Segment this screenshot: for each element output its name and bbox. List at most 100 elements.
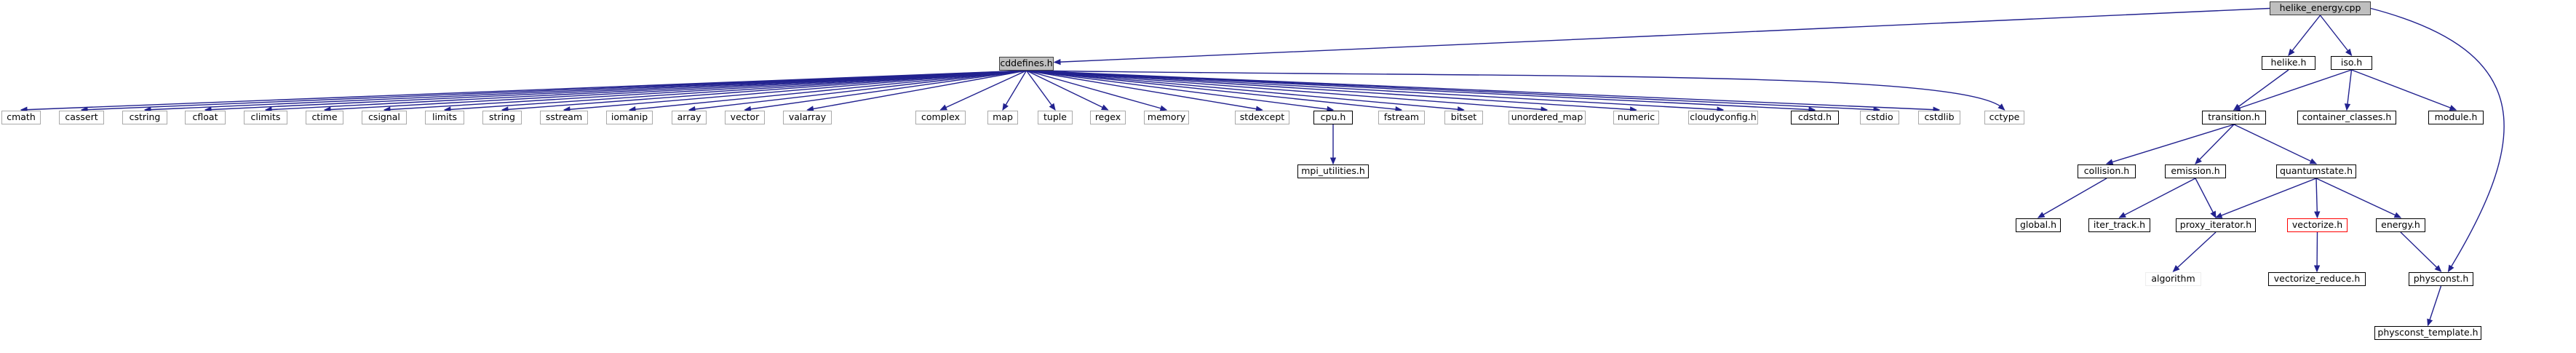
edge-helike-energy-cpp-to-helike-h	[2288, 15, 2321, 56]
graph-node-csignal[interactable]: csignal	[362, 111, 407, 124]
edge-collision-h-to-global-h	[2038, 178, 2107, 218]
edge-cddefines-h-to-cctype	[1026, 70, 2005, 111]
arrowhead	[2344, 103, 2351, 111]
graph-node-numeric[interactable]: numeric	[1613, 111, 1659, 124]
arrowhead	[2105, 159, 2114, 165]
edge-cddefines-h-to-cfloat	[204, 70, 1027, 111]
arrowhead	[1329, 157, 1337, 165]
edge-cddefines-h-to-numeric	[1026, 70, 1637, 111]
edge-helike-h-to-transition-h	[2233, 69, 2289, 111]
graph-node-cfloat[interactable]: cfloat	[185, 111, 226, 124]
graph-node-cdstd-h[interactable]: cdstd.h	[1791, 111, 1839, 124]
arrowhead	[2345, 48, 2353, 57]
graph-node-helike-energy-cpp[interactable]: helike_energy.cpp	[2270, 1, 2371, 15]
graph-node-cloudyconfig-h[interactable]: cloudyconfig.h	[1688, 111, 1758, 124]
graph-node-helike-h[interactable]: helike.h	[2262, 56, 2315, 70]
arrowhead	[2393, 212, 2402, 218]
graph-node-cstdlib[interactable]: cstdlib	[1918, 111, 1960, 124]
graph-node-iomanip[interactable]: iomanip	[606, 111, 653, 124]
graph-node-mpi-utilities-h[interactable]: mpi_utilities.h	[1297, 164, 1369, 178]
arrowhead	[2118, 212, 2126, 218]
graph-node-energy-h[interactable]: energy.h	[2376, 218, 2425, 232]
graph-node-bitset[interactable]: bitset	[1444, 111, 1483, 124]
graph-node-climits[interactable]: climits	[244, 111, 287, 124]
graph-node-cstring[interactable]: cstring	[122, 111, 167, 124]
graph-node-cstdio[interactable]: cstdio	[1860, 111, 1899, 124]
arrowhead	[2313, 265, 2321, 273]
edge-cddefines-h-to-regex	[1026, 70, 1108, 111]
graph-node-proxy-iterator-h[interactable]: proxy_iterator.h	[2176, 218, 2256, 232]
graph-node-stdexcept[interactable]: stdexcept	[1235, 111, 1289, 124]
graph-node-map[interactable]: map	[987, 111, 1018, 124]
graph-node-cpu-h[interactable]: cpu.h	[1313, 111, 1353, 124]
graph-node-vector[interactable]: vector	[725, 111, 765, 124]
edge-iso-h-to-container-classes-h	[2346, 69, 2353, 111]
edge-cddefines-h-to-cstdio	[1026, 70, 1880, 111]
arrowhead	[2233, 103, 2241, 111]
graph-node-limits[interactable]: limits	[425, 111, 464, 124]
arrowhead	[2037, 212, 2046, 218]
edge-iso-h-to-module-h	[2351, 69, 2457, 111]
graph-node-module-h[interactable]: module.h	[2428, 111, 2484, 124]
graph-node-container-classes-h[interactable]: container_classes.h	[2297, 111, 2396, 124]
edge-helike-energy-cpp-to-iso-h	[2319, 15, 2353, 56]
edge-cddefines-h-to-tuple	[1025, 70, 1056, 111]
edge-cddefines-h-to-map	[1002, 70, 1027, 111]
edge-cddefines-h-to-cpu-h	[1026, 70, 1334, 111]
graph-node-iter-track-h[interactable]: iter_track.h	[2088, 218, 2150, 232]
edge-cddefines-h-to-bitset	[1026, 70, 1464, 111]
arrowhead	[2288, 48, 2295, 57]
graph-node-array[interactable]: array	[672, 111, 707, 124]
edge-vectorize-h-to-vectorize-reduce-h	[2316, 231, 2318, 272]
graph-node-fstream[interactable]: fstream	[1378, 111, 1425, 124]
graph-node-cmath[interactable]: cmath	[1, 111, 41, 124]
arrowhead	[2210, 210, 2217, 219]
edge-cddefines-h-to-stdexcept	[1026, 70, 1263, 111]
edge-helike-energy-cpp-to-cddefines-h	[1054, 7, 2270, 63]
arrowhead	[2195, 157, 2202, 164]
graph-node-cctype[interactable]: cctype	[1984, 111, 2024, 124]
graph-node-quantumstate-h[interactable]: quantumstate.h	[2276, 164, 2356, 178]
graph-node-vectorize-h[interactable]: vectorize.h	[2287, 218, 2348, 232]
graph-node-emission-h[interactable]: emission.h	[2165, 164, 2226, 178]
graph-node-complex[interactable]: complex	[915, 111, 966, 124]
edge-transition-h-to-emission-h	[2195, 124, 2235, 164]
graph-node-sstream[interactable]: sstream	[540, 111, 588, 124]
graph-node-tuple[interactable]: tuple	[1038, 111, 1073, 124]
arrowhead	[2449, 105, 2457, 111]
arrowhead	[2427, 318, 2433, 327]
edge-cddefines-h-to-climits	[265, 70, 1027, 111]
arrowhead	[939, 104, 947, 111]
edge-energy-h-to-physconst-h	[2400, 231, 2441, 272]
graph-node-unordered-map[interactable]: unordered_map	[1508, 111, 1586, 124]
graph-node-valarray[interactable]: valarray	[783, 111, 832, 124]
arrowhead	[2233, 105, 2241, 111]
graph-node-physconst-template-h[interactable]: physconst_template.h	[2374, 326, 2481, 340]
graph-node-cassert[interactable]: cassert	[59, 111, 104, 124]
graph-node-memory[interactable]: memory	[1144, 111, 1189, 124]
graph-node-vectorize-reduce-h[interactable]: vectorize_reduce.h	[2268, 272, 2366, 286]
arrowhead	[1101, 104, 1109, 111]
graph-node-algorithm[interactable]: algorithm	[2145, 272, 2201, 286]
edge-emission-h-to-proxy-iterator-h	[2195, 178, 2217, 218]
arrowhead	[2314, 211, 2321, 219]
graph-node-physconst-h[interactable]: physconst.h	[2409, 272, 2473, 286]
graph-node-ctime[interactable]: ctime	[306, 111, 343, 124]
graph-node-global-h[interactable]: global.h	[2016, 218, 2061, 232]
edge-quantumstate-h-to-energy-h	[2315, 178, 2401, 218]
edge-cddefines-h-to-cloudyconfig-h	[1026, 70, 1724, 111]
graph-node-regex[interactable]: regex	[1090, 111, 1126, 124]
edge-cddefines-h-to-limits	[444, 70, 1027, 111]
graph-node-collision-h[interactable]: collision.h	[2078, 164, 2136, 178]
graph-node-string[interactable]: string	[482, 111, 522, 124]
arrowhead	[2309, 158, 2318, 164]
arrowhead	[2172, 265, 2180, 272]
edge-quantumstate-h-to-proxy-iterator-h	[2215, 178, 2317, 218]
edge-cddefines-h-to-unordered-map	[1026, 70, 1548, 111]
edge-cddefines-h-to-cdstd-h	[1026, 70, 1816, 111]
graph-node-iso-h[interactable]: iso.h	[2331, 56, 2372, 70]
graph-node-cddefines-h[interactable]: cddefines.h	[999, 57, 1054, 71]
arrowhead	[2434, 265, 2442, 272]
graph-node-transition-h[interactable]: transition.h	[2202, 111, 2266, 124]
